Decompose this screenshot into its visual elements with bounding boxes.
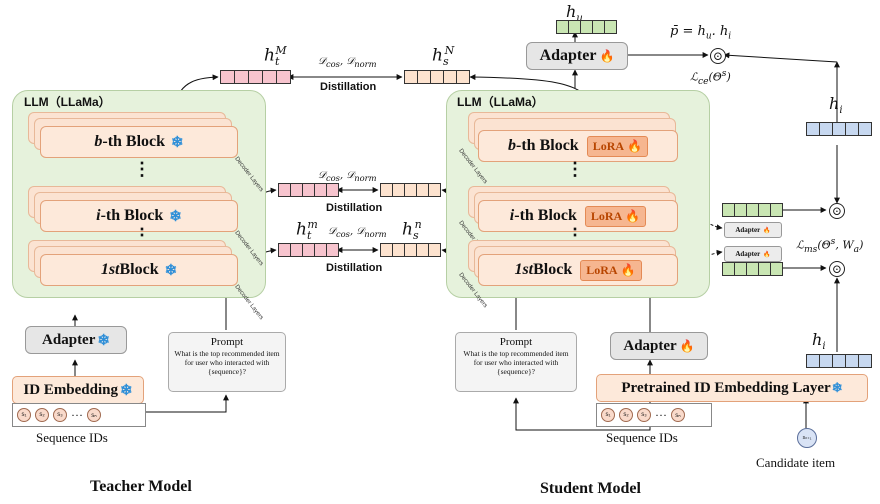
student-hidden-bottom: hsn bbox=[402, 218, 422, 243]
teacher-llm-label: LLM（LLaMa） bbox=[24, 95, 111, 109]
snowflake-icon: ❄ bbox=[164, 262, 178, 279]
odot-icon: ⊙ bbox=[829, 261, 845, 277]
student-seq-label: Sequence IDs bbox=[606, 430, 678, 445]
ce-loss: ℒce(Θs) bbox=[690, 68, 731, 87]
teacher-hidden-bottom: htm bbox=[296, 218, 318, 243]
snowflake-icon: ❄ bbox=[120, 382, 133, 399]
ms-loss: ℒms(Θs, Wa) bbox=[796, 236, 864, 255]
teacher-vdots-1: ⋮ bbox=[133, 159, 151, 179]
h-i-bottom-label: hi bbox=[812, 330, 826, 353]
student-llm-label: LLM（LLaMa） bbox=[457, 95, 544, 109]
lora-badge: LoRA🔥 bbox=[580, 259, 642, 281]
h-i-top-vector bbox=[806, 122, 872, 136]
student-sequence-ids: s₁ s₂ s₃ ··· sₙ bbox=[596, 403, 712, 427]
student-hidden-top: hsN bbox=[432, 44, 455, 69]
fire-icon: 🔥 bbox=[599, 48, 615, 63]
student-adapter: Adapter🔥 bbox=[610, 332, 708, 360]
student-bottom-vector bbox=[380, 243, 441, 257]
snowflake-icon: ❄ bbox=[97, 332, 110, 349]
teacher-top-vector bbox=[220, 70, 291, 84]
distill-label-mid: Distillation bbox=[326, 202, 383, 214]
fire-icon: 🔥 bbox=[679, 338, 695, 353]
student-model-label: Student Model bbox=[540, 480, 641, 497]
snowflake-icon: ❄ bbox=[171, 134, 184, 151]
lora-badge: LoRA🔥 bbox=[584, 205, 647, 227]
teacher-bottom-vector bbox=[278, 243, 339, 257]
lora-badge: LoRA🔥 bbox=[586, 135, 648, 157]
seq-circle: sₙ bbox=[87, 408, 101, 422]
green-vector-mid bbox=[722, 203, 783, 217]
teacher-hidden-top: htM bbox=[264, 44, 287, 69]
seq-circle: sₙ bbox=[671, 408, 685, 422]
small-adapter-mid: Adapter🔥 bbox=[724, 222, 782, 238]
h-i-bottom-vector bbox=[806, 354, 872, 368]
green-vector-bottom bbox=[722, 262, 783, 276]
p-bar-formula: p̄ = hu. hi bbox=[670, 24, 732, 42]
seq-circle: s₁ bbox=[601, 408, 615, 422]
teacher-block-1st: 1st Block❄ bbox=[40, 254, 238, 286]
fire-icon: 🔥 bbox=[763, 227, 771, 234]
fire-icon: 🔥 bbox=[620, 262, 636, 277]
fire-icon: 🔥 bbox=[763, 251, 771, 258]
distill-loss-mid: 𝒟cos, 𝒟norm bbox=[318, 170, 377, 183]
student-prompt-box: Prompt What is the top recommended item … bbox=[455, 332, 577, 392]
fire-icon: 🔥 bbox=[625, 208, 641, 223]
teacher-model-label: Teacher Model bbox=[90, 478, 192, 495]
teacher-mid-vector bbox=[278, 183, 339, 197]
teacher-sequence-ids: s₁ s₂ s₃ ··· sₙ bbox=[12, 403, 146, 427]
distill-loss-top: 𝒟cos, 𝒟norm bbox=[318, 56, 377, 69]
fire-icon: 🔥 bbox=[627, 138, 642, 153]
student-vdots-1: ⋮ bbox=[566, 159, 584, 179]
teacher-seq-label: Sequence IDs bbox=[36, 430, 108, 445]
odot-icon: ⊙ bbox=[710, 48, 726, 64]
small-adapter-bottom: Adapter🔥 bbox=[724, 246, 782, 262]
teacher-id-embedding: ID Embedding❄ bbox=[12, 376, 144, 404]
h-i-top-label: hi bbox=[829, 94, 843, 117]
distill-label-bottom: Distillation bbox=[326, 262, 383, 274]
distill-loss-bottom: 𝒟cos, 𝒟norm bbox=[328, 226, 387, 239]
student-top-vector bbox=[404, 70, 470, 84]
h-u-label: hu bbox=[566, 2, 583, 25]
teacher-vdots-2: ⋮ bbox=[133, 225, 151, 245]
distill-label-top: Distillation bbox=[320, 81, 377, 93]
teacher-block-b: b-th Block❄ bbox=[40, 126, 238, 158]
seq-circle: s₃ bbox=[53, 408, 67, 422]
student-top-adapter: Adapter🔥 bbox=[526, 42, 628, 70]
candidate-label: Candidate item bbox=[756, 455, 836, 470]
seq-circle: s₂ bbox=[619, 408, 633, 422]
teacher-block-i: i-th Block❄ bbox=[40, 200, 238, 232]
odot-icon: ⊙ bbox=[829, 203, 845, 219]
snowflake-icon: ❄ bbox=[831, 380, 843, 395]
student-mid-vector bbox=[380, 183, 441, 197]
teacher-prompt-box: Prompt What is the top recommended item … bbox=[168, 332, 286, 392]
seq-circle: s₂ bbox=[35, 408, 49, 422]
h-u-vector bbox=[556, 20, 617, 34]
teacher-adapter: Adapter❄ bbox=[25, 326, 127, 354]
student-vdots-2: ⋮ bbox=[566, 225, 584, 245]
seq-circle: s₁ bbox=[17, 408, 31, 422]
seq-circle: s₃ bbox=[637, 408, 651, 422]
candidate-circle: sₙ₊₁ bbox=[797, 428, 817, 448]
student-id-embedding: Pretrained ID Embedding Layer❄ bbox=[596, 374, 868, 402]
snowflake-icon: ❄ bbox=[169, 208, 182, 225]
